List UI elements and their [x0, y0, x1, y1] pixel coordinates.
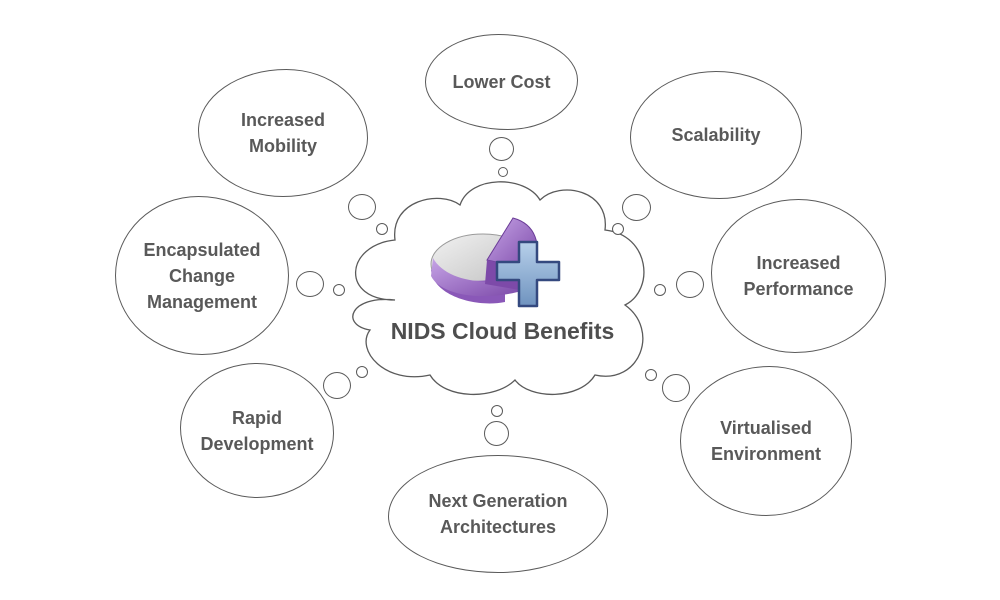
connector-dot [323, 372, 351, 399]
connector-dot [333, 284, 345, 296]
connector-dot [491, 405, 503, 417]
bubble-label: Change [168, 265, 235, 286]
connector-dot [654, 284, 666, 296]
connector-dot [622, 194, 651, 221]
connector-dot [348, 194, 376, 220]
pie-chart-plus-icon [430, 217, 561, 308]
bubble-label: Scalability [671, 125, 761, 145]
bubble-label: Increased [756, 253, 841, 273]
bubble-label: Development [200, 433, 314, 454]
bubble-encapsulated-change-management: Encapsulated Change Management [115, 196, 289, 355]
bubble-label: Rapid [231, 407, 282, 428]
center-title: NIDS Cloud Benefits [390, 318, 615, 344]
bubble-increased-mobility: Increased Mobility [198, 69, 368, 197]
bubble-label: Next Generation [428, 491, 568, 511]
bubble-lower-cost: Lower Cost [425, 34, 578, 130]
bubble-increased-performance: Increased Performance [711, 199, 886, 353]
connector-dot [296, 271, 324, 297]
connector-dot [489, 137, 514, 161]
bubble-rapid-development: Rapid Development [180, 363, 334, 498]
connector-dot [376, 223, 388, 235]
connector-dot [356, 366, 368, 378]
connector-dot [498, 167, 508, 177]
bubble-label: Encapsulated [143, 239, 261, 260]
bubble-next-generation-architectures: Next Generation Architectures [388, 455, 608, 573]
bubble-virtualised-environment: Virtualised Environment [680, 366, 852, 516]
bubble-label: Architectures [439, 517, 557, 537]
bubble-label: Performance [743, 279, 854, 299]
bubble-label: Mobility [249, 136, 317, 156]
bubble-label: Virtualised [720, 418, 812, 438]
bubble-label: Environment [710, 444, 821, 464]
connector-dot [612, 223, 624, 235]
bubble-scalability: Scalability [630, 71, 802, 199]
connector-dot [645, 369, 657, 381]
connector-dot [662, 374, 690, 402]
connector-dot [484, 421, 509, 446]
bubble-label: Management [146, 291, 257, 312]
bubble-label: Increased [240, 110, 326, 130]
bubble-label: Lower Cost [452, 72, 551, 92]
connector-dot [676, 271, 704, 298]
